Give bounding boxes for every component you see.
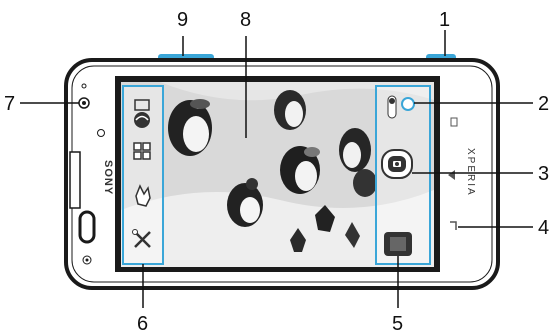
secondary-sensor-dot: [86, 259, 89, 262]
penguin-top: [274, 90, 306, 130]
penguin-center: [280, 146, 320, 194]
svg-text:9: 9: [177, 9, 188, 31]
gallery-thumbnail-icon[interactable]: [384, 232, 412, 256]
side-slot: [70, 152, 80, 208]
svg-text:3: 3: [538, 163, 549, 185]
svg-text:7: 7: [4, 93, 15, 115]
svg-text:5: 5: [392, 313, 403, 333]
svg-text:6: 6: [137, 313, 148, 333]
svg-text:1: 1: [439, 9, 450, 31]
brand-left-text: SONY: [102, 160, 114, 195]
front-camera-lens: [82, 101, 86, 105]
callout-9: 9: [177, 9, 188, 56]
svg-text:2: 2: [538, 93, 549, 115]
shutter-button-icon[interactable]: [382, 150, 412, 178]
svg-text:4: 4: [538, 217, 549, 239]
callout-1: 1: [439, 9, 450, 56]
svg-text:8: 8: [240, 9, 251, 31]
